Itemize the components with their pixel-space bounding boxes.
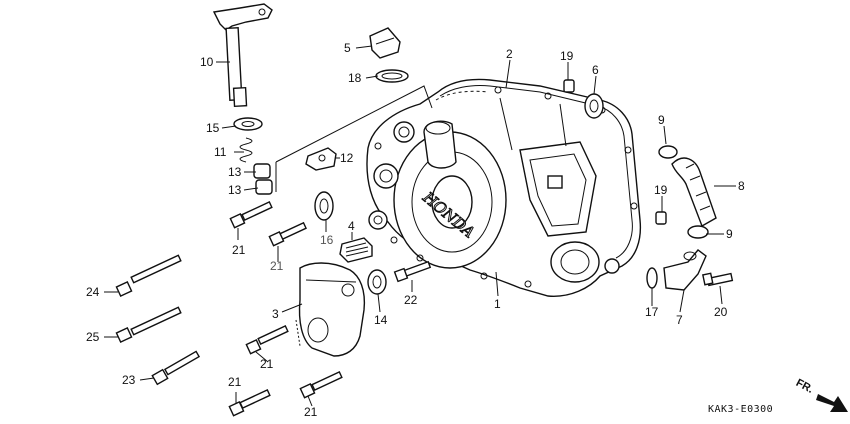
callout-25: 25 bbox=[86, 330, 100, 344]
callout-20: 20 bbox=[714, 305, 728, 319]
right-crankcase-cover: HONDA bbox=[366, 78, 642, 297]
drawing-code: KAK3-E0300 bbox=[708, 404, 773, 415]
callout-21c: 21 bbox=[260, 357, 274, 371]
dowel-pins bbox=[563, 79, 667, 225]
callout-5: 5 bbox=[344, 41, 351, 55]
callout-3: 3 bbox=[272, 307, 279, 321]
callout-13b: 13 bbox=[228, 183, 242, 197]
callout-9a: 9 bbox=[658, 113, 665, 127]
callout-24: 24 bbox=[86, 285, 100, 299]
filter-part bbox=[339, 237, 373, 263]
callout-21e: 21 bbox=[304, 405, 318, 419]
shift-shaft-part bbox=[212, 3, 273, 108]
callout-10: 10 bbox=[200, 55, 214, 69]
side-cover-plate bbox=[298, 262, 366, 357]
callout-21a: 21 bbox=[232, 243, 246, 257]
callout-19a: 19 bbox=[560, 49, 574, 63]
callout-12: 12 bbox=[340, 151, 354, 165]
callout-17: 17 bbox=[645, 305, 659, 319]
bracket-part bbox=[305, 147, 337, 171]
water-hose bbox=[658, 145, 717, 239]
callout-14: 14 bbox=[374, 313, 388, 327]
callout-2: 2 bbox=[506, 47, 513, 61]
callout-23: 23 bbox=[122, 373, 136, 387]
callout-15: 15 bbox=[206, 121, 220, 135]
oil-seal-6 bbox=[584, 93, 604, 119]
oil-seal-14 bbox=[367, 269, 387, 295]
callout-7: 7 bbox=[676, 313, 683, 327]
oil-filler-cap bbox=[369, 27, 409, 83]
oil-seal-16 bbox=[314, 191, 334, 221]
callout-labels: 1 2 3 4 5 6 7 8 9 9 10 11 12 13 13 14 15… bbox=[86, 41, 745, 419]
water-joint-elbow bbox=[646, 249, 734, 291]
callout-18: 18 bbox=[348, 71, 362, 85]
callout-11: 11 bbox=[214, 145, 227, 159]
callout-8: 8 bbox=[738, 179, 745, 193]
front-direction-label: FR. bbox=[794, 377, 815, 396]
callout-21d: 21 bbox=[228, 375, 242, 389]
washer-spring-set bbox=[233, 85, 433, 195]
leader-lines bbox=[104, 45, 736, 407]
callout-6: 6 bbox=[592, 63, 599, 77]
front-direction-indicator: FR. bbox=[794, 377, 848, 412]
callout-13a: 13 bbox=[228, 165, 242, 179]
front-arrow-icon bbox=[816, 394, 848, 412]
callout-19b: 19 bbox=[654, 183, 668, 197]
bolts bbox=[115, 201, 432, 417]
callout-22: 22 bbox=[404, 293, 418, 307]
callout-4: 4 bbox=[348, 219, 355, 233]
callout-21b: 21 bbox=[270, 259, 284, 273]
callout-9b: 9 bbox=[726, 227, 733, 241]
callout-1: 1 bbox=[494, 297, 501, 311]
callout-16: 16 bbox=[320, 233, 334, 247]
